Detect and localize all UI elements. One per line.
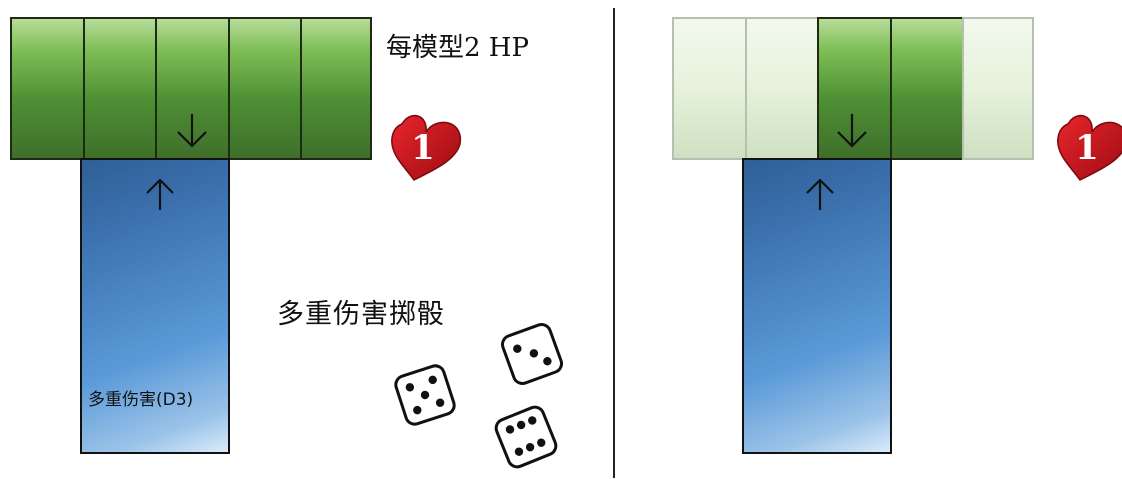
model-4 [890, 17, 964, 160]
attack-label: 多重伤害(D3) [88, 390, 194, 410]
panel-divider [613, 8, 615, 478]
model-5-removed [962, 17, 1034, 160]
damage-heart: 1 [1054, 110, 1122, 182]
down-arrow-icon [837, 114, 867, 148]
heart-icon [391, 114, 461, 181]
heart-value: 1 [411, 128, 435, 168]
model-2-removed [745, 17, 819, 160]
attacker-unit [80, 158, 230, 454]
die-five-icon [394, 364, 456, 426]
attacker-unit [742, 158, 892, 454]
model-1-removed [672, 17, 747, 160]
model-5 [300, 17, 372, 160]
model-1 [10, 17, 85, 160]
die-six-icon [494, 405, 558, 469]
heart-icon [1057, 114, 1122, 181]
up-arrow-icon [806, 178, 834, 210]
down-arrow-icon [177, 114, 207, 148]
model-4 [228, 17, 302, 160]
die-three-icon [500, 322, 564, 386]
model-3 [817, 17, 892, 160]
dice-label: 多重伤害掷骰 [277, 299, 445, 330]
model-2 [83, 17, 157, 160]
up-arrow-icon [146, 178, 174, 210]
hp-label: 每模型2 HP [386, 33, 529, 63]
damage-heart: 1 [388, 110, 468, 182]
heart-value: 1 [1075, 128, 1099, 168]
